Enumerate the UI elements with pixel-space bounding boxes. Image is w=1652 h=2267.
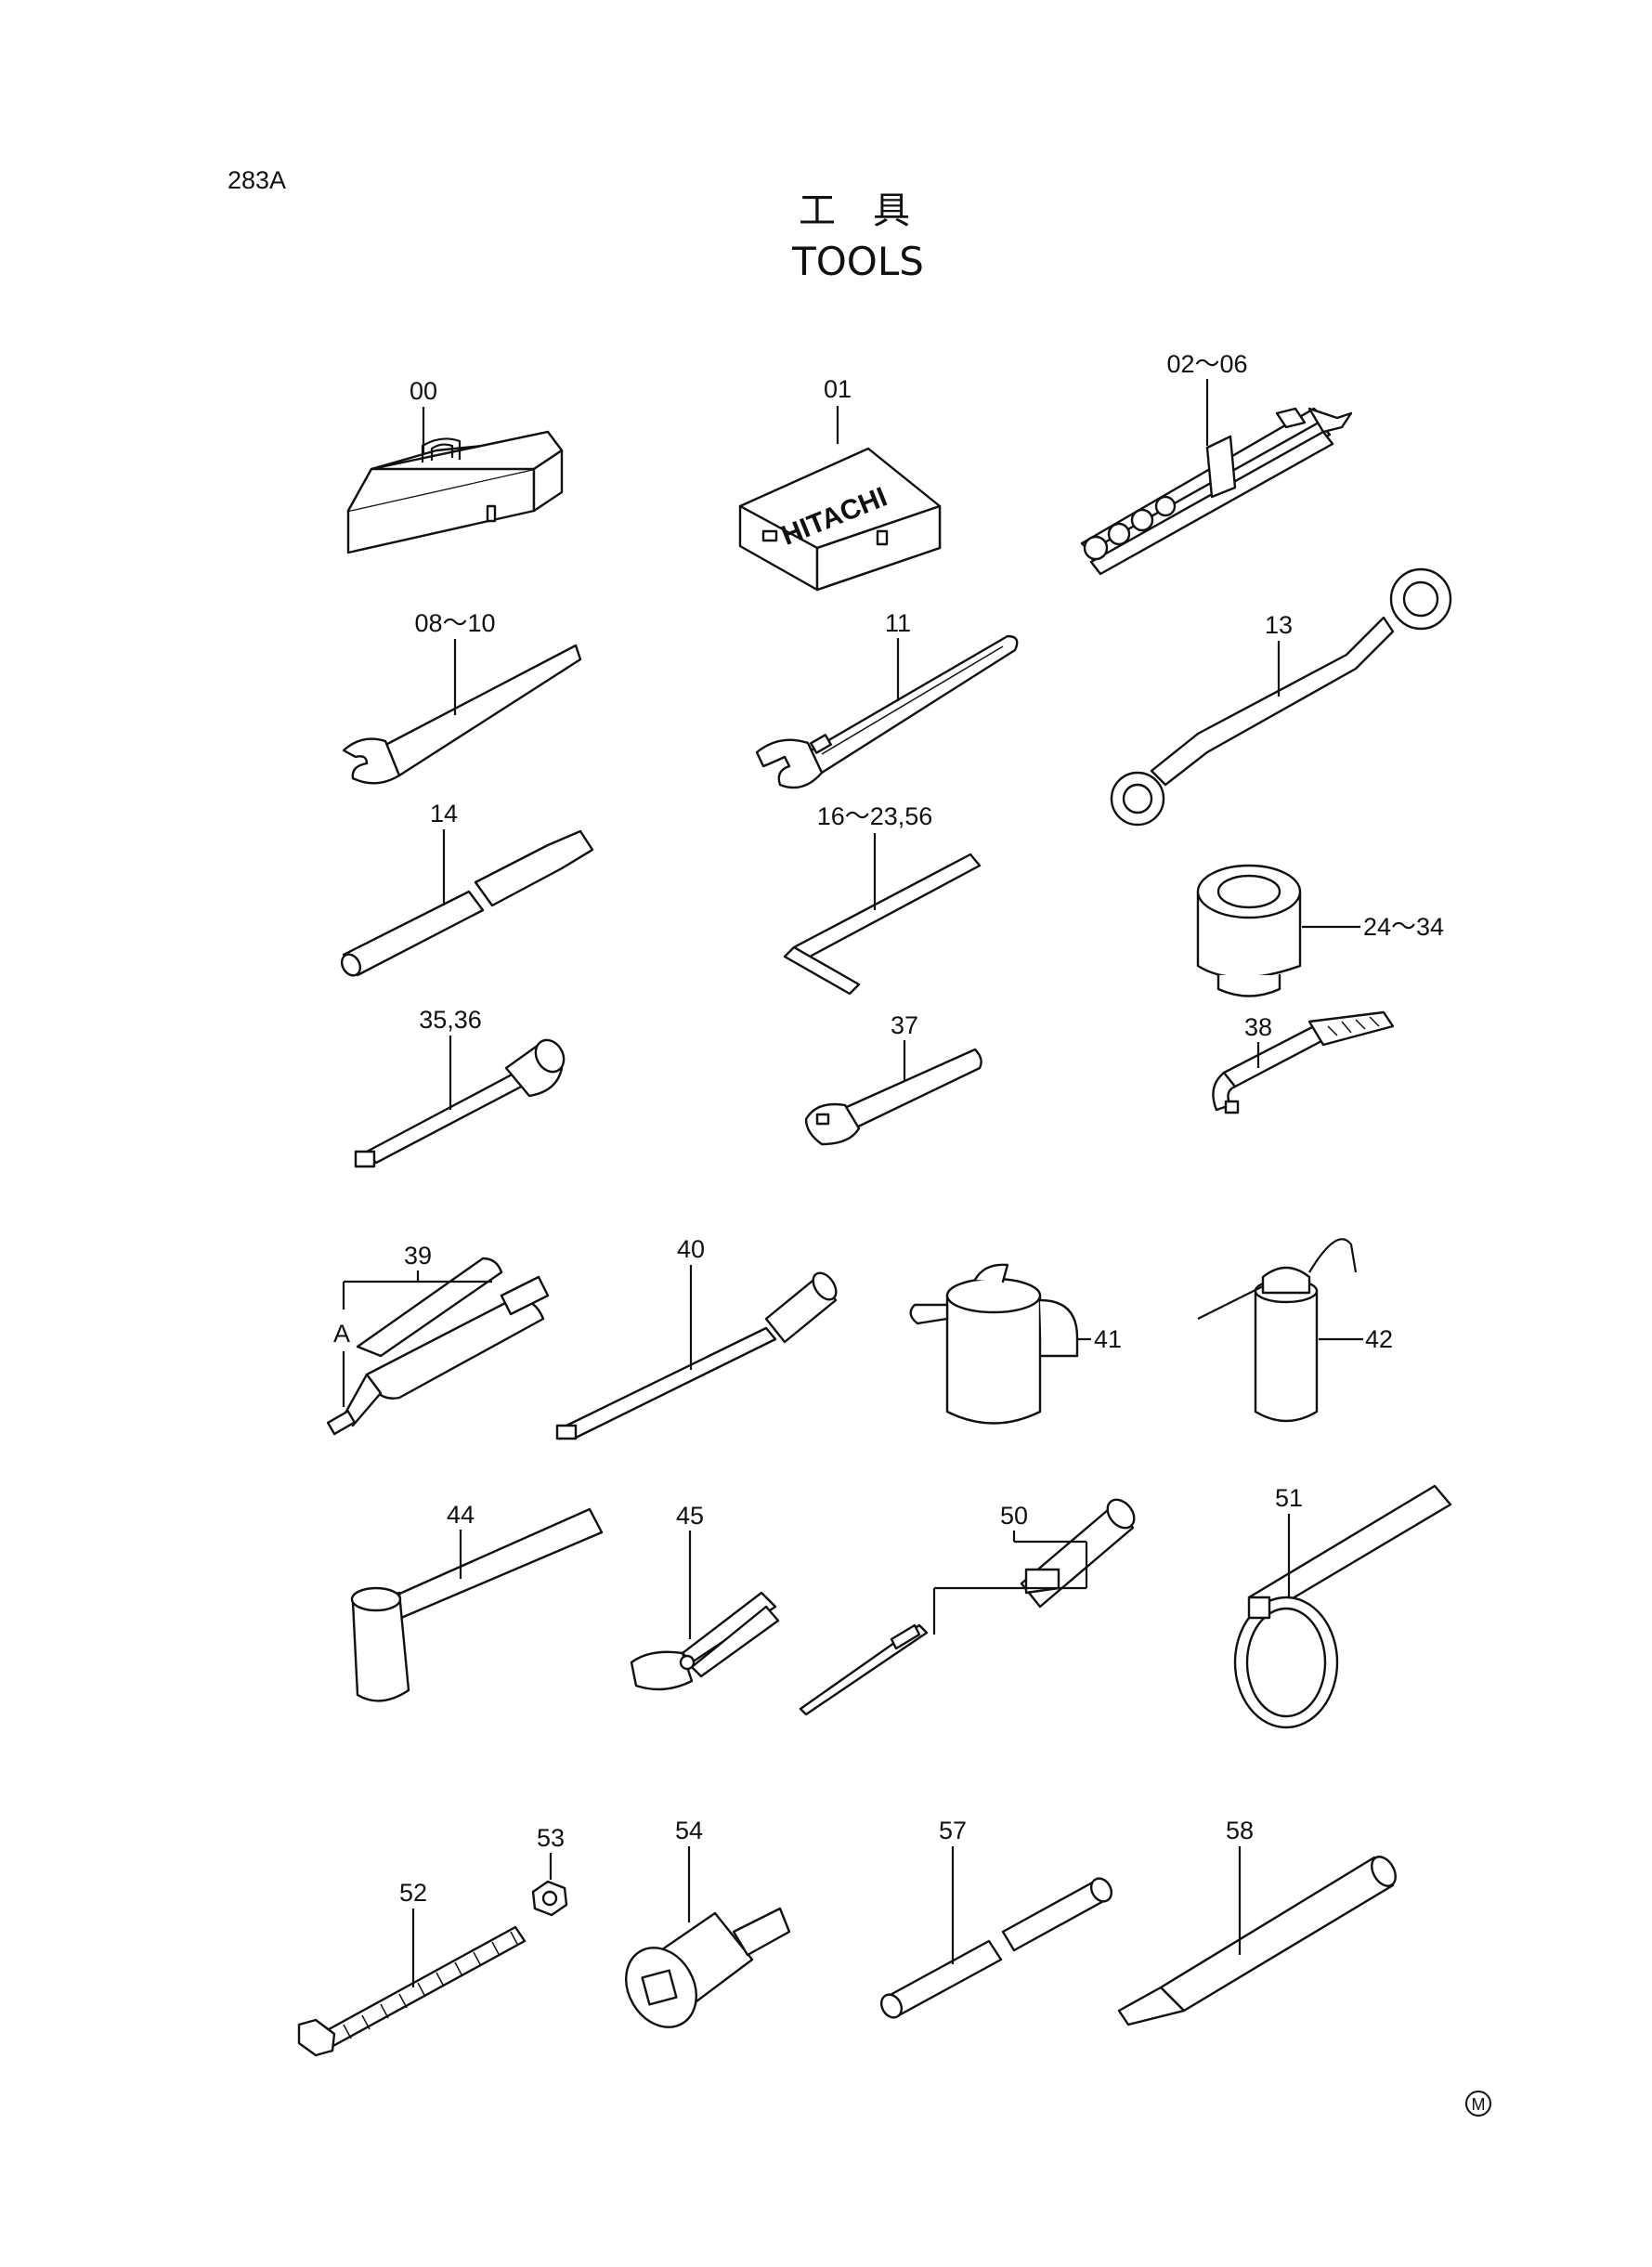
offset-ring-wrench-drawing: [1110, 567, 1452, 827]
callout-13: 13: [1265, 611, 1293, 639]
callout-11: 11: [885, 609, 911, 637]
callout-57: 57: [939, 1817, 967, 1844]
hammer-drawing: [350, 1507, 604, 1702]
callout-54: 54: [675, 1817, 703, 1844]
callout-41: 41: [1094, 1325, 1122, 1353]
adjustable-wrench-drawing: [755, 634, 1019, 789]
callout-58: 58: [1226, 1817, 1254, 1844]
callout-39: 39: [404, 1242, 432, 1270]
screwdriver-drawing: [799, 1498, 1136, 1716]
title-english: TOOLS: [791, 239, 924, 284]
page-code: 283A: [228, 166, 286, 194]
pipe-drawing: [879, 1877, 1113, 2019]
filter-wrench-drawing: [1233, 1484, 1452, 1729]
callout-00: 00: [410, 377, 437, 405]
callout-53: 53: [537, 1824, 565, 1852]
title-japanese: 工 具: [799, 189, 910, 232]
callout-35-36: 35,36: [419, 1006, 482, 1034]
callout-24-34: 24～34: [1363, 913, 1444, 941]
callout-14: 14: [430, 800, 458, 827]
chisel-drawing: [1117, 1856, 1397, 2026]
callout-40: 40: [677, 1235, 705, 1263]
callout-16-23-56: 16～23,56: [817, 802, 933, 830]
l-handle-drawing: [1212, 1010, 1395, 1114]
oiler-drawing: [1197, 1238, 1358, 1423]
bolt-drawing: [297, 1925, 527, 2057]
grease-gun-drawing: [326, 1257, 550, 1436]
callout-45: 45: [676, 1502, 704, 1530]
socket-drawing: [1196, 864, 1302, 997]
callout-01: 01: [824, 375, 852, 403]
callout-42: 42: [1365, 1325, 1393, 1353]
callout-02-06: 02～06: [1166, 350, 1247, 378]
extension-drawing: [354, 1038, 566, 1168]
hammer-spanner-drawing: [342, 644, 582, 785]
callout-50: 50: [1000, 1502, 1028, 1530]
nut-drawing: [531, 1880, 568, 1917]
toolbox-hitachi-drawing: HITACHI: [738, 447, 942, 592]
callout-51: 51: [1275, 1484, 1303, 1512]
oil-can-drawing: [909, 1263, 1079, 1425]
bar-drawing: [340, 829, 594, 977]
callout-52: 52: [399, 1879, 427, 1907]
callout-37: 37: [891, 1011, 918, 1039]
circled-m-mark: M: [1465, 2091, 1491, 2117]
callout-38: 38: [1244, 1013, 1272, 1041]
callout-39-detail-a: A: [333, 1320, 350, 1348]
adapter-drawing: [625, 1907, 791, 2028]
torque-rod-drawing: [555, 1271, 838, 1440]
toolbox-steel-drawing: [346, 430, 564, 554]
pliers-drawing: [630, 1591, 780, 1691]
callout-44: 44: [447, 1501, 475, 1529]
ratchet-drawing: [804, 1048, 982, 1146]
mark-letter: M: [1472, 2095, 1486, 2114]
callout-08-10: 08～10: [414, 609, 495, 637]
hex-key-drawing: [783, 853, 982, 996]
spanner-set-drawing: [1080, 407, 1353, 576]
